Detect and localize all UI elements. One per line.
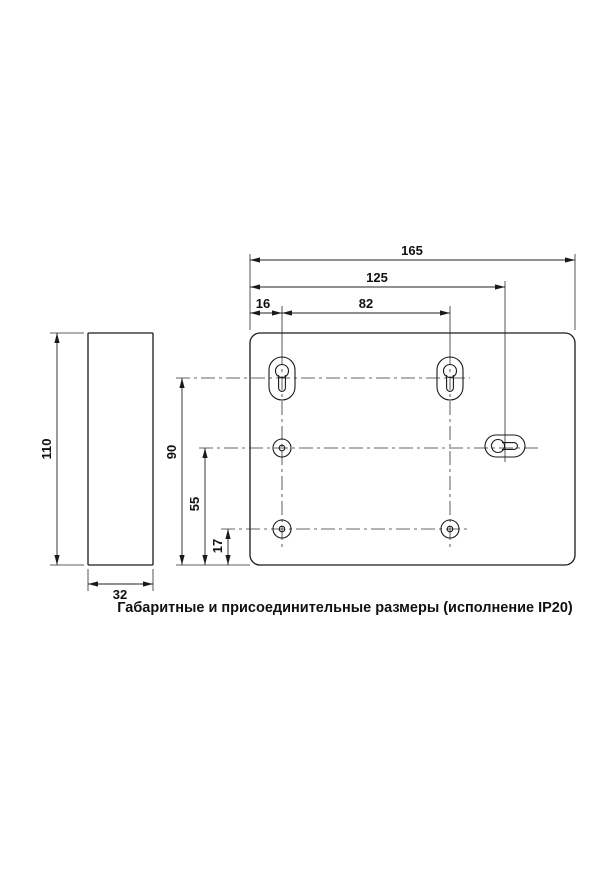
dim-mount-width-label: 125	[366, 270, 388, 285]
keyhole-slot-top-right	[436, 356, 464, 401]
front-view-outline	[249, 332, 576, 566]
hole-inner-circle	[278, 525, 286, 533]
front-view-dimensions: 165 125 16 82 90 55 17	[164, 243, 576, 566]
dim-total-width-label: 165	[401, 243, 423, 258]
hole-outer-circle	[272, 519, 292, 539]
keyhole-slot-top-left	[268, 356, 296, 401]
dim-row-top-label: 90	[164, 445, 179, 459]
hole-inner-circle	[446, 525, 454, 533]
dim-left-offset-label: 16	[256, 296, 270, 311]
keyhole-circle	[274, 363, 290, 379]
dim-row-bottom-label: 17	[210, 539, 225, 553]
keyhole-circle	[490, 438, 506, 454]
keyhole-slot	[502, 442, 518, 450]
hole-outer-circle	[272, 438, 292, 458]
dim-row-mid-label: 55	[187, 497, 202, 511]
front-view	[176, 281, 576, 566]
side-view-dimensions: 110 32	[39, 332, 154, 602]
hole-middle-left	[272, 438, 292, 458]
keyhole-slot	[446, 375, 454, 392]
keyhole-outline	[484, 434, 526, 458]
keyhole-outline	[268, 356, 296, 401]
dim-hole-spacing-label: 82	[359, 296, 373, 311]
hole-inner-circle	[278, 444, 286, 452]
keyhole-slot	[278, 375, 286, 392]
hole-bottom-left	[272, 519, 292, 539]
keyhole-outline	[436, 356, 464, 401]
dim-depth-label: 32	[113, 587, 127, 602]
side-view	[87, 332, 154, 566]
hole-bottom-right	[440, 519, 460, 539]
keyhole-circle	[442, 363, 458, 379]
drawing-caption: Габаритные и присоединительные размеры (…	[117, 600, 573, 616]
keyhole-slot-right	[484, 434, 526, 458]
hole-outer-circle	[440, 519, 460, 539]
side-view-outline	[87, 332, 154, 566]
dim-height-label: 110	[39, 439, 54, 460]
